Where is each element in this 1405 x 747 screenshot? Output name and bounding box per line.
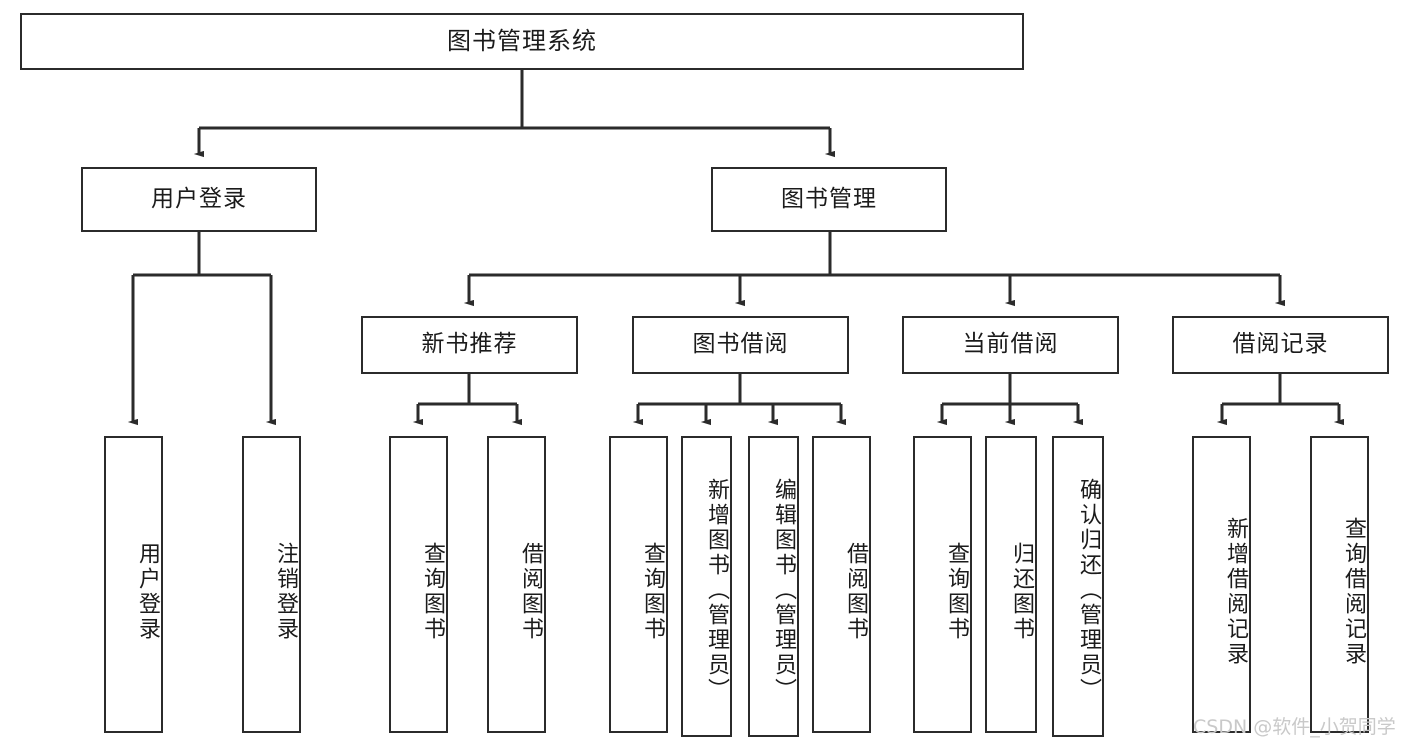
leaf-label: 归还图书 bbox=[1009, 541, 1034, 642]
node-root[interactable]: 图书管理系统 bbox=[20, 13, 1024, 70]
node-leaf-user-login[interactable]: 用户登录 bbox=[104, 436, 163, 733]
leaf-label: 查询借阅记录 bbox=[1341, 516, 1366, 667]
leaf-label: 查询图书 bbox=[420, 541, 445, 642]
node-leaf-edit-book[interactable]: 编辑图书（管理员） bbox=[748, 436, 799, 737]
node-borrow-record[interactable]: 借阅记录 bbox=[1172, 316, 1389, 374]
leaf-label: 借阅图书 bbox=[843, 541, 868, 642]
node-current-borrow[interactable]: 当前借阅 bbox=[902, 316, 1119, 374]
node-leaf-query-book-2[interactable]: 查询图书 bbox=[609, 436, 668, 733]
leaf-label: 用户登录 bbox=[135, 541, 160, 642]
node-leaf-confirm-return[interactable]: 确认归还（管理员） bbox=[1052, 436, 1104, 737]
leaf-label: 查询图书 bbox=[944, 541, 969, 642]
leaf-label: 注销登录 bbox=[273, 541, 298, 642]
node-leaf-query-book-1[interactable]: 查询图书 bbox=[389, 436, 448, 733]
leaf-label: 新增借阅记录 bbox=[1223, 516, 1248, 667]
node-leaf-user-logout[interactable]: 注销登录 bbox=[242, 436, 301, 733]
node-book-borrow[interactable]: 图书借阅 bbox=[632, 316, 849, 374]
leaf-label: 确认归还（管理员） bbox=[1076, 478, 1101, 703]
node-leaf-add-book[interactable]: 新增图书（管理员） bbox=[681, 436, 732, 737]
node-new-book-recommend[interactable]: 新书推荐 bbox=[361, 316, 578, 374]
leaf-label: 查询图书 bbox=[640, 541, 665, 642]
node-leaf-return-book[interactable]: 归还图书 bbox=[985, 436, 1037, 733]
csdn-watermark: CSDN @软件_小贺同学 bbox=[1193, 716, 1396, 738]
leaf-label: 编辑图书（管理员） bbox=[771, 478, 796, 703]
leaf-label: 新增图书（管理员） bbox=[704, 478, 729, 703]
node-leaf-query-book-3[interactable]: 查询图书 bbox=[913, 436, 972, 733]
node-leaf-borrow-book-1[interactable]: 借阅图书 bbox=[487, 436, 546, 733]
node-book-management[interactable]: 图书管理 bbox=[711, 167, 947, 232]
node-leaf-add-record[interactable]: 新增借阅记录 bbox=[1192, 436, 1251, 733]
leaf-label: 借阅图书 bbox=[518, 541, 543, 642]
node-leaf-query-record[interactable]: 查询借阅记录 bbox=[1310, 436, 1369, 733]
node-leaf-borrow-book-2[interactable]: 借阅图书 bbox=[812, 436, 871, 733]
node-user-login[interactable]: 用户登录 bbox=[81, 167, 317, 232]
